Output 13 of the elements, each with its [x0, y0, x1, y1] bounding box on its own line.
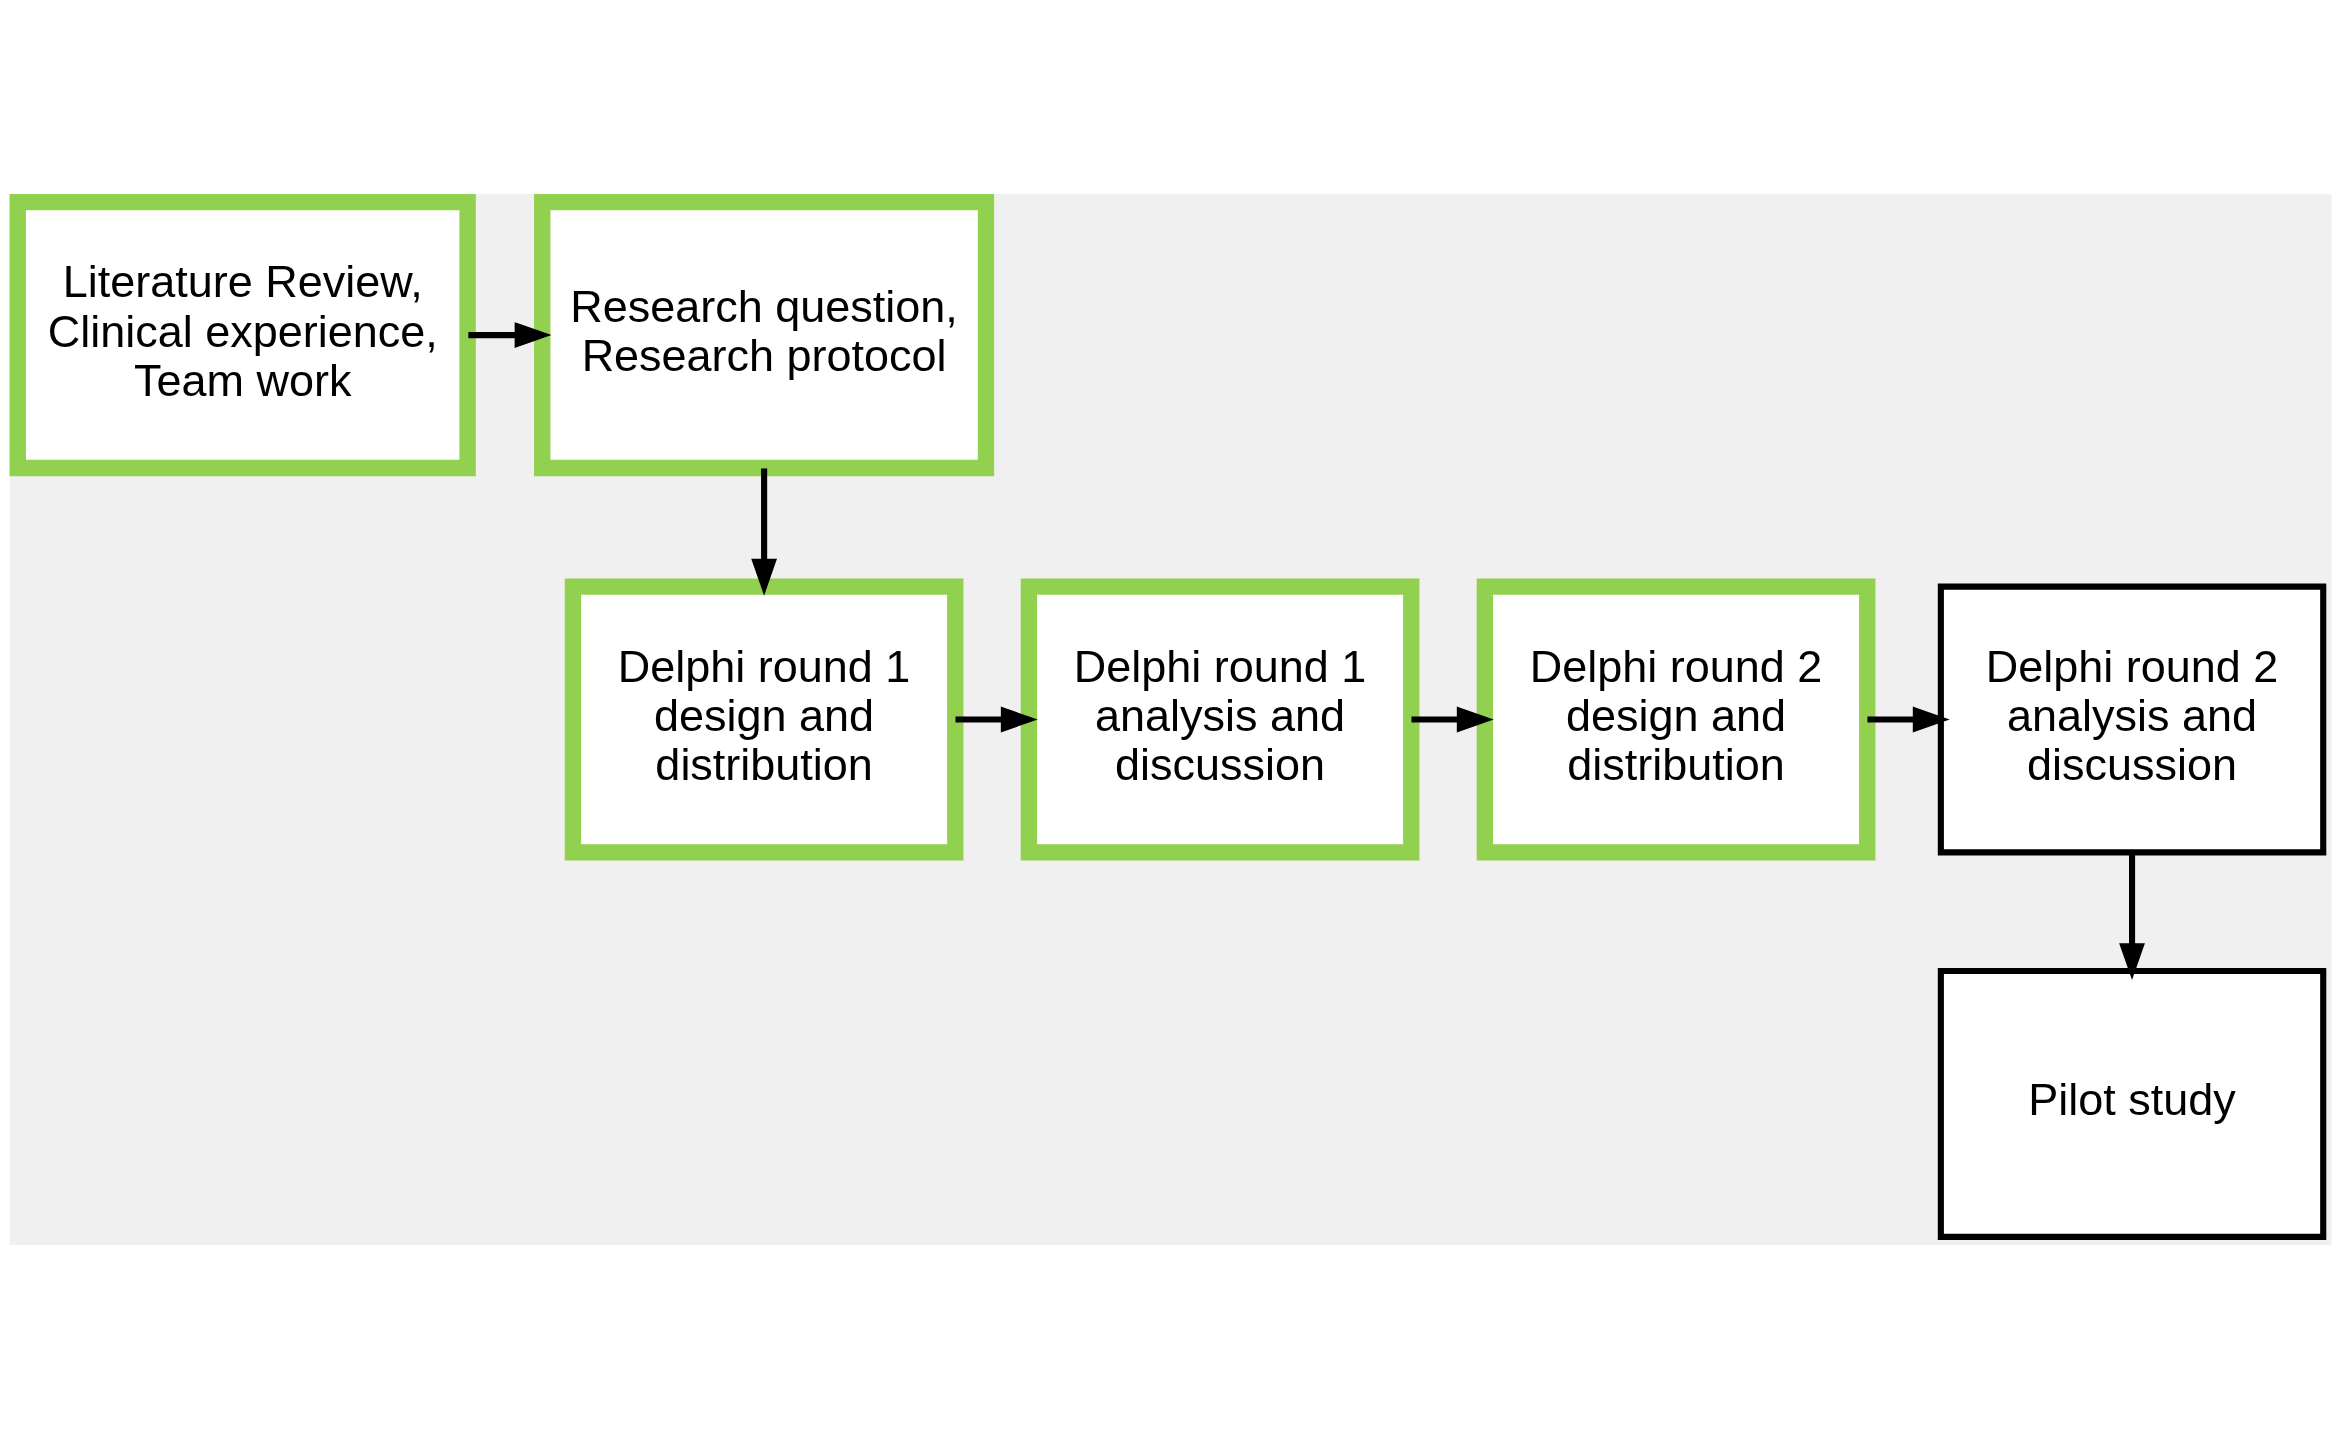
arrow	[955, 706, 1038, 732]
arrow	[1866, 706, 1950, 732]
node-box: Delphi round 2 analysis and discussion	[1937, 583, 2326, 855]
node-box: Research question, Research protocol	[533, 193, 994, 476]
arrow	[750, 467, 777, 596]
node-box: Literature Review, Clinical experience, Team work	[9, 193, 476, 476]
arrow	[1410, 706, 1494, 732]
node-box: Pilot study	[1937, 967, 2326, 1240]
node-box: Delphi round 1 analysis and discussion	[1020, 577, 1419, 861]
node-box: Delphi round 2 design and distribution	[1476, 577, 1875, 861]
node-box: Delphi round 1 design and distribution	[564, 577, 963, 861]
arrow	[2118, 852, 2145, 980]
arrow	[467, 321, 551, 348]
